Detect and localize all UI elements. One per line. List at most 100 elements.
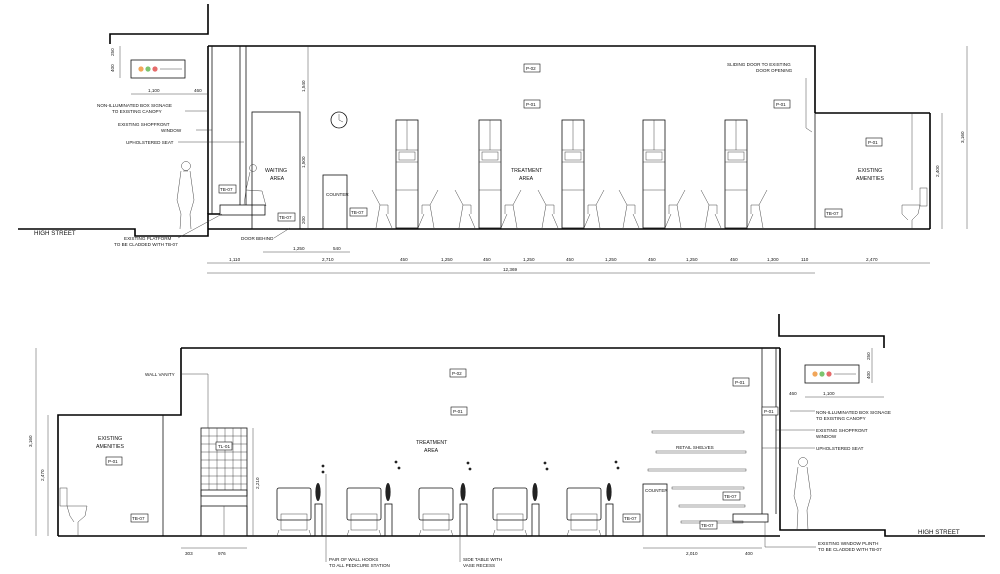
upper-street-line (18, 213, 220, 237)
lower-window-plinth (732, 513, 769, 523)
upper-tag-tb07-a: TB-07 (218, 184, 237, 194)
svg-text:2,470: 2,470 (866, 257, 878, 262)
lower-street-label: HIGH STREET (918, 529, 960, 536)
lower-station-2 (346, 460, 401, 537)
svg-text:250: 250 (866, 352, 871, 360)
svg-text:P-01: P-01 (776, 102, 786, 107)
svg-text:TO BE CLADDED WITH TB-07: TO BE CLADDED WITH TB-07 (114, 242, 178, 247)
lower-tag-tl01: TL-01 (215, 441, 233, 451)
upper-station-3 (537, 119, 605, 229)
svg-text:TL-01: TL-01 (218, 444, 230, 449)
upper-platform (219, 204, 266, 216)
upper-counter-label: COUNTER (326, 192, 349, 197)
upper-treatment-stations (371, 119, 768, 229)
upper-tag-p01-a: P-01 (523, 99, 541, 109)
upper-tag-tb07-b: TB-07 (277, 212, 296, 222)
lower-tag-p01-a: P-01 (450, 406, 468, 416)
lower-street-line (779, 519, 985, 537)
upper-standing-person (176, 161, 195, 230)
upper-toilet (901, 187, 928, 229)
svg-text:TB-07: TB-07 (279, 215, 292, 220)
svg-text:1,250: 1,250 (523, 257, 535, 262)
upper-waiting-label-1: WAITING (265, 168, 287, 174)
svg-text:450: 450 (730, 257, 738, 262)
lower-station-4 (492, 461, 549, 537)
svg-text:SIDE TABLE WITH: SIDE TABLE WITH (463, 557, 502, 562)
lower-counter (642, 483, 668, 537)
upper-tag-tb07-d: TB-07 (824, 208, 843, 218)
svg-text:540: 540 (333, 246, 341, 251)
lower-station-5 (566, 460, 620, 537)
svg-text:450: 450 (648, 257, 656, 262)
lower-tag-tb07-b: TB-07 (622, 513, 641, 523)
svg-text:110: 110 (801, 257, 809, 262)
svg-text:1,300: 1,300 (767, 257, 779, 262)
upper-seated-person (243, 164, 267, 207)
lower-signage-logo-dot-2 (819, 371, 825, 377)
upper-amenities-label-2: AMENITIES (856, 176, 884, 182)
lower-wall-vanity (200, 427, 248, 537)
upper-sliding-door-leader (805, 78, 813, 133)
svg-text:1,100: 1,100 (148, 88, 160, 93)
upper-tag-tb07-c: TB-07 (349, 207, 368, 217)
svg-text:1,250: 1,250 (293, 246, 305, 251)
svg-text:DOOR OPENING: DOOR OPENING (756, 68, 793, 73)
lower-canopy (778, 314, 885, 348)
upper-tag-p02: P-02 (523, 63, 541, 73)
lower-amenities-label-1: EXISTING (98, 436, 122, 442)
lower-signage-box (804, 364, 860, 384)
upper-canopy (109, 4, 209, 44)
svg-text:TB-07: TB-07 (220, 187, 233, 192)
svg-text:TO EXISTING CANOPY: TO EXISTING CANOPY (816, 416, 866, 421)
svg-text:976: 976 (218, 551, 226, 556)
upper-treatment-label-1: TREATMENT (511, 168, 543, 174)
upper-waiting-label-2: AREA (270, 176, 285, 182)
upper-elevation: HIGH STREET COUNTER (18, 4, 968, 274)
svg-text:3,160: 3,160 (28, 435, 33, 447)
svg-text:450: 450 (566, 257, 574, 262)
svg-text:3,160: 3,160 (960, 131, 965, 143)
lower-counter-label: COUNTER (645, 488, 668, 493)
lower-tag-p01-d: P-01 (105, 456, 123, 466)
svg-text:NON-ILLUMINATED BOX SIGNAGE: NON-ILLUMINATED BOX SIGNAGE (816, 410, 891, 415)
svg-text:P-01: P-01 (453, 409, 463, 414)
lower-standing-person (793, 457, 812, 531)
lower-tag-p01-c: P-01 (761, 406, 779, 416)
lower-tag-p01-b: P-01 (732, 377, 750, 387)
upper-signage-logo-dot-3 (152, 66, 158, 72)
svg-text:UPHOLSTERED SEAT: UPHOLSTERED SEAT (816, 446, 864, 451)
svg-text:TB-07: TB-07 (132, 516, 145, 521)
lower-amenities-label-2: AMENITIES (96, 444, 124, 450)
lower-notes: WALL VANITY NON-ILLUMINATED BOX SIGNAGE … (145, 372, 891, 568)
svg-text:1,250: 1,250 (441, 257, 453, 262)
svg-text:EXISTING PLATFORM: EXISTING PLATFORM (124, 236, 172, 241)
upper-signage-logo-dot-1 (138, 66, 144, 72)
upper-station-1 (371, 119, 439, 229)
svg-text:P-01: P-01 (735, 380, 745, 385)
svg-text:TO ALL PEDICURE STATION: TO ALL PEDICURE STATION (329, 563, 390, 568)
lower-station-1 (276, 464, 325, 537)
upper-clock-hands (338, 114, 344, 123)
svg-text:VASE RECESS: VASE RECESS (463, 563, 495, 568)
svg-text:WINDOW: WINDOW (161, 128, 182, 133)
lower-tag-p02: P-02 (449, 368, 467, 378)
upper-wall-clock (330, 111, 348, 129)
lower-elevation: HIGH STREET (28, 314, 985, 568)
svg-text:WINDOW: WINDOW (816, 434, 837, 439)
svg-text:WALL VANITY: WALL VANITY (145, 372, 175, 377)
lower-station-3 (418, 461, 472, 537)
svg-text:2,470: 2,470 (40, 469, 45, 481)
upper-dimensions: 400 250 1,100 460 1,540 1,500 200 3,160 … (110, 46, 968, 274)
lower-tile-grid (201, 428, 247, 490)
svg-text:12,369: 12,369 (503, 267, 517, 272)
svg-text:P-01: P-01 (108, 459, 118, 464)
lower-treatment-label-2: AREA (424, 448, 439, 454)
svg-text:TB-07: TB-07 (351, 210, 364, 215)
svg-text:TB-07: TB-07 (826, 211, 839, 216)
svg-text:SLIDING DOOR TO EXISTING: SLIDING DOOR TO EXISTING (727, 62, 791, 67)
svg-text:450: 450 (483, 257, 491, 262)
upper-tag-p01-b: P-01 (773, 99, 791, 109)
upper-treatment-label-2: AREA (519, 176, 534, 182)
